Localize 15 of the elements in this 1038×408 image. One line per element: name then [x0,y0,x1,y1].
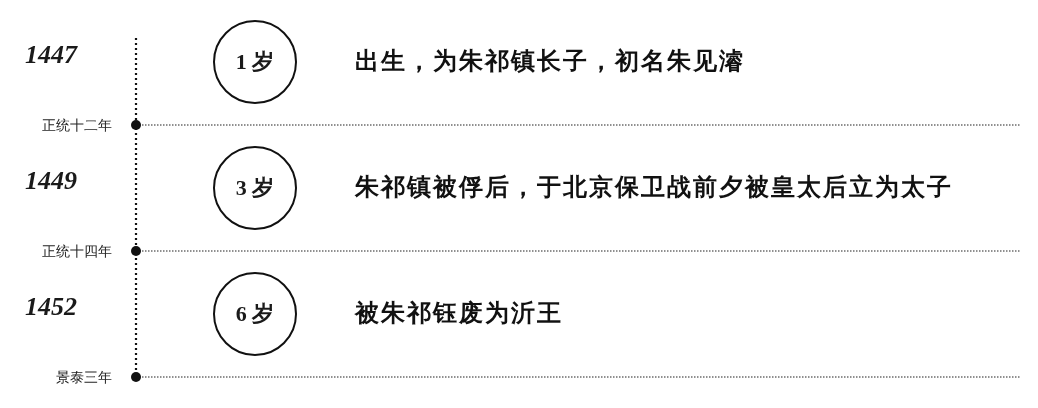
era-name-label: 正统十四年 [42,242,112,260]
year-label: 1447 [25,40,77,70]
age-label: 6 岁 [235,301,275,327]
age-circle [213,272,297,356]
event-description: 出生，为朱祁镇长子，初名朱见濬 [355,47,745,76]
era-name-label: 景泰三年 [56,368,112,386]
age-circle [213,20,297,104]
event-description: 被朱祁钰废为沂王 [355,299,563,328]
year-label: 1449 [25,166,77,196]
year-label: 1452 [25,292,77,322]
age-label: 1 岁 [235,49,275,75]
age-label: 3 岁 [235,175,275,201]
era-name-label: 正统十二年 [42,116,112,134]
age-circle [213,146,297,230]
event-description: 朱祁镇被俘后，于北京保卫战前夕被皇太后立为太子 [355,173,953,202]
